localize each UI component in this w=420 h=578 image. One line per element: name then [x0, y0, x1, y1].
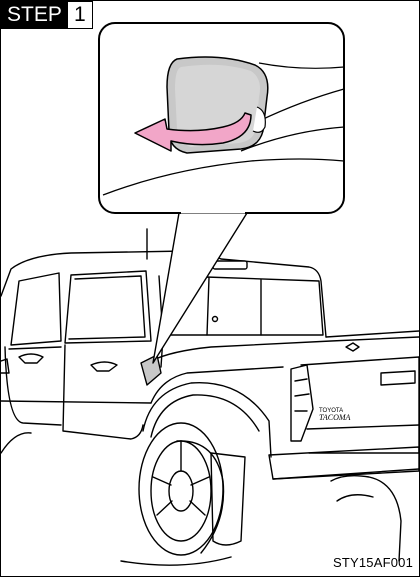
- emblem-tacoma: TACOMA: [319, 413, 351, 422]
- callout-pointer: [153, 213, 247, 363]
- step-number: 1: [67, 1, 93, 29]
- step-label: STEP: [1, 1, 67, 29]
- truck-drawing: [1, 229, 419, 565]
- figure-code: STY15AF001: [333, 555, 413, 570]
- callout-box: [99, 23, 344, 213]
- step-indicator: STEP 1: [1, 1, 93, 29]
